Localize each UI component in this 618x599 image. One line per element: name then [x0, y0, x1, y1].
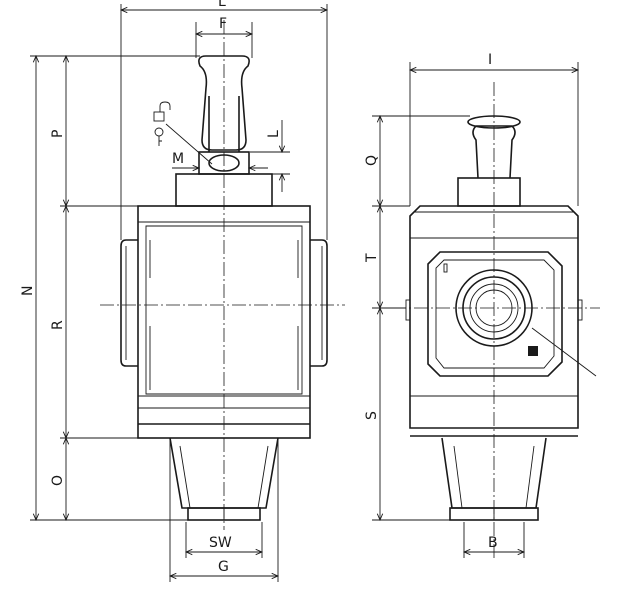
dim-label-nut-width: M	[172, 151, 184, 167]
front-left-ear	[120, 239, 138, 367]
dim-label-bottom-height: O	[50, 475, 66, 486]
dim-label-side-bottom-height: S	[364, 411, 380, 420]
dim-label-side-handle-height: Q	[364, 155, 380, 166]
front-view	[100, 20, 345, 530]
dim-label-stem-width: F	[219, 16, 227, 32]
dim-label-top-width: L	[218, 0, 226, 10]
dim-label-overall-height: N	[20, 286, 36, 296]
dim-label-side-width: I	[488, 52, 492, 68]
front-knob	[198, 55, 250, 151]
dim-label-nut-height: L	[266, 130, 282, 138]
side-body	[409, 205, 579, 429]
dimensions: L F L M N P R O SW	[20, 0, 578, 582]
front-right-ear	[310, 239, 328, 367]
front-stem	[208, 96, 240, 152]
dim-label-side-base-width: B	[488, 535, 498, 551]
dim-label-base-width: G	[218, 559, 229, 575]
side-panel	[427, 251, 563, 377]
dim-label-side-top-height: T	[364, 253, 380, 263]
side-view	[392, 82, 600, 560]
dim-label-body-height: R	[50, 320, 66, 330]
side-neck	[457, 177, 521, 207]
dim-label-handle-height: P	[50, 130, 66, 138]
dim-label-port: SW	[209, 535, 232, 551]
